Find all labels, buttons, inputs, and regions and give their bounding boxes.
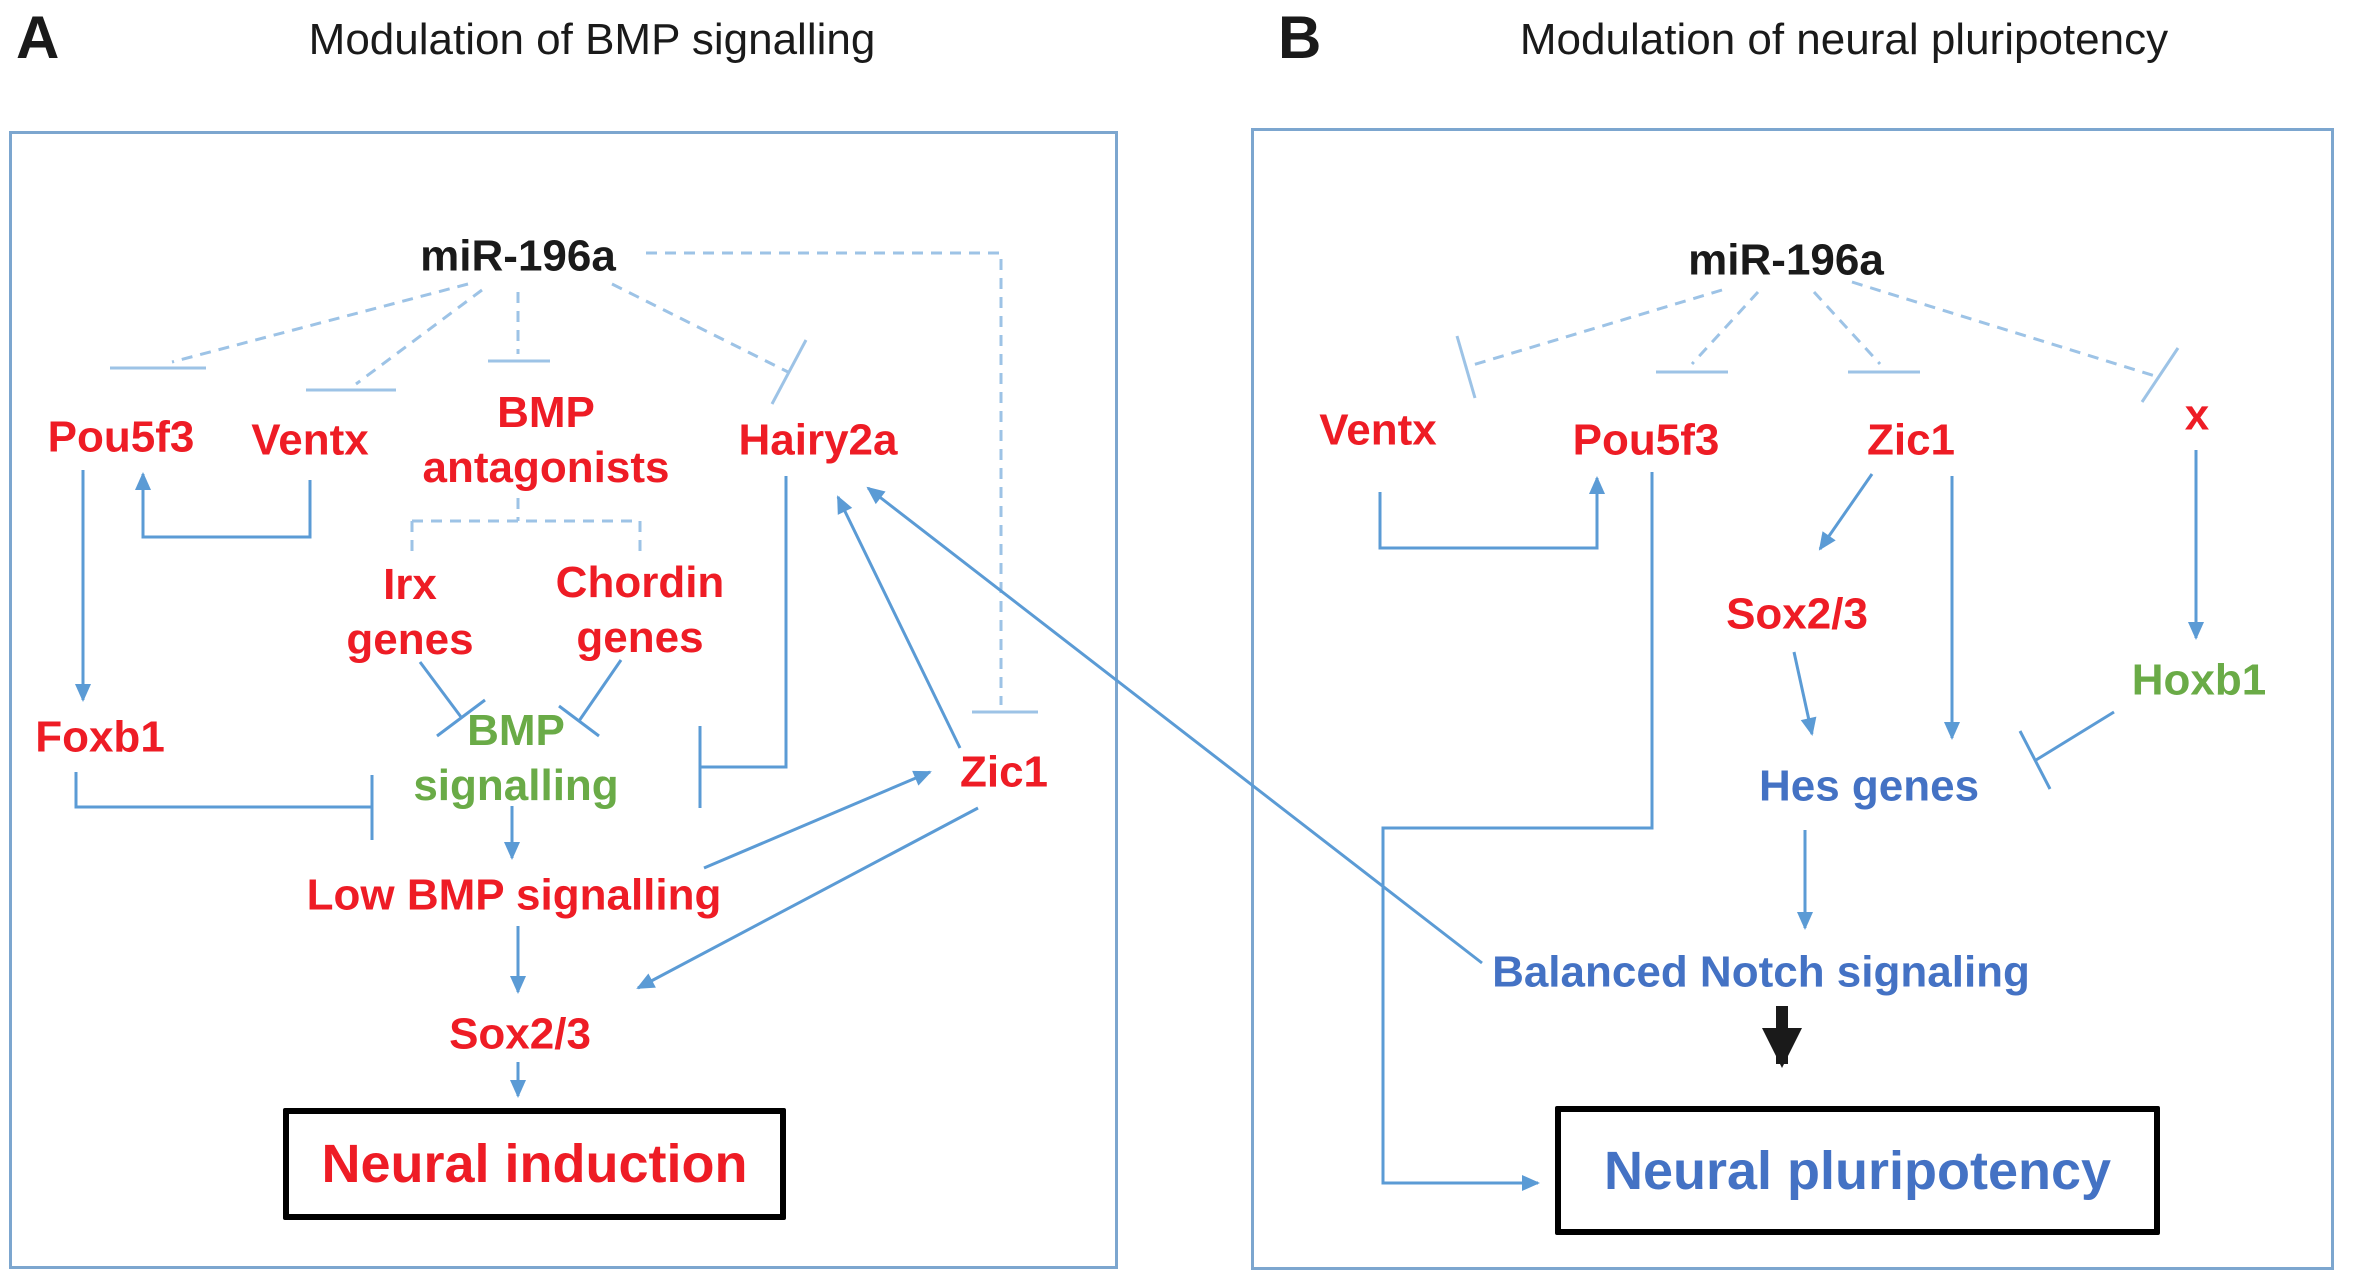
- tbar-ventx-b: [1455, 335, 1477, 399]
- edge-mir196a-inhibits-ventx-a: [355, 288, 483, 386]
- node-mir196a-a: miR-196a: [420, 231, 616, 281]
- edge-chordin-inhibits-bmp-signalling: [577, 659, 623, 722]
- neural-pluripotency-label: Neural pluripotency: [1603, 1140, 2112, 1201]
- node-balanced-notch-signaling: Balanced Notch signaling: [1492, 947, 2030, 997]
- edge-bmp-antagonists-to-irx-chordin: [410, 498, 642, 554]
- tbar-irx-bmp: [436, 698, 486, 738]
- neural-induction-box: Neural induction: [283, 1108, 786, 1220]
- node-ventx-b: Ventx: [1319, 405, 1437, 455]
- node-hoxb1: Hoxb1: [2131, 655, 2267, 705]
- node-zic1-a: Zic1: [959, 747, 1049, 797]
- node-foxb1: Foxb1: [35, 712, 165, 762]
- edge-low-bmp-activates-zic1: [703, 770, 932, 870]
- edge-hoxb1-inhibits-hes-genes: [2035, 710, 2115, 762]
- node-hes-genes: Hes genes: [1758, 761, 1980, 811]
- edge-foxb1-inhibits-bmp-signalling: [74, 772, 372, 809]
- tbar-hoxb1-hes: [2018, 730, 2052, 790]
- edge-sox23-activates-hes-genes: [1792, 651, 1817, 736]
- node-bmp-antagonists: BMP antagonists: [422, 388, 670, 492]
- edge-mir196a-inhibits-x: [1851, 280, 2156, 378]
- node-pou5f3-b: Pou5f3: [1572, 415, 1720, 465]
- tbar-chordin-bmp: [558, 704, 600, 738]
- node-sox23-a: Sox2/3: [449, 1009, 591, 1059]
- panel-a-label: A: [16, 4, 60, 71]
- neural-pluripotency-box: Neural pluripotency: [1555, 1106, 2160, 1235]
- neural-induction-label: Neural induction: [321, 1134, 748, 1194]
- edge-hairy2a-inhibits-bmp-signalling: [700, 476, 788, 769]
- node-irx-genes: Irx genes: [346, 560, 474, 664]
- edge-mir196a-inhibits-hairy2a: [611, 282, 789, 374]
- edge-pou5f3-activates-neural-pluripotency: [1381, 472, 1654, 1191]
- node-pou5f3-a: Pou5f3: [47, 412, 195, 462]
- node-ventx-a: Ventx: [251, 415, 369, 465]
- edge-mir196a-inhibits-zic1-a: [646, 251, 1003, 705]
- edge-balanced-notch-activates-hairy2a: [866, 486, 1483, 965]
- tbar-hairy2a: [770, 339, 808, 405]
- edge-mir196a-inhibits-pou5f3-a: [171, 282, 469, 364]
- node-sox23-b: Sox2/3: [1726, 589, 1868, 639]
- node-chordin-genes: Chordin genes: [555, 558, 725, 662]
- edge-ventx-activates-pou5f3-b: [1378, 476, 1605, 550]
- edge-zic1-activates-sox23-b: [1818, 473, 1874, 551]
- edge-ventx-activates-pou5f3-a: [135, 472, 312, 539]
- edge-mir196a-inhibits-zic1-b: [1812, 290, 1882, 366]
- panel-b-frame: [1251, 128, 2334, 1270]
- edge-irx-inhibits-bmp-signalling: [418, 661, 463, 718]
- edge-zic1-activates-hairy2a: [836, 495, 962, 749]
- edge-mir196a-inhibits-ventx-b: [1465, 288, 1723, 369]
- panel-b-title: Modulation of neural pluripotency: [1519, 15, 2169, 64]
- panel-a-title: Modulation of BMP signalling: [308, 15, 876, 64]
- node-mir196a-b: miR-196a: [1688, 235, 1884, 285]
- node-bmp-signalling: BMP signalling: [413, 706, 619, 810]
- edge-mir196a-inhibits-pou5f3-b: [1690, 290, 1760, 366]
- node-zic1-b: Zic1: [1866, 415, 1956, 465]
- panel-b-label: B: [1278, 4, 1322, 71]
- panel-a-frame: [9, 131, 1118, 1269]
- node-hairy2a: Hairy2a: [738, 415, 898, 465]
- edge-zic1-activates-sox23-a: [636, 806, 979, 990]
- node-x: x: [2184, 390, 2210, 440]
- tbar-x: [2140, 347, 2180, 403]
- node-low-bmp-signalling: Low BMP signalling: [306, 870, 722, 920]
